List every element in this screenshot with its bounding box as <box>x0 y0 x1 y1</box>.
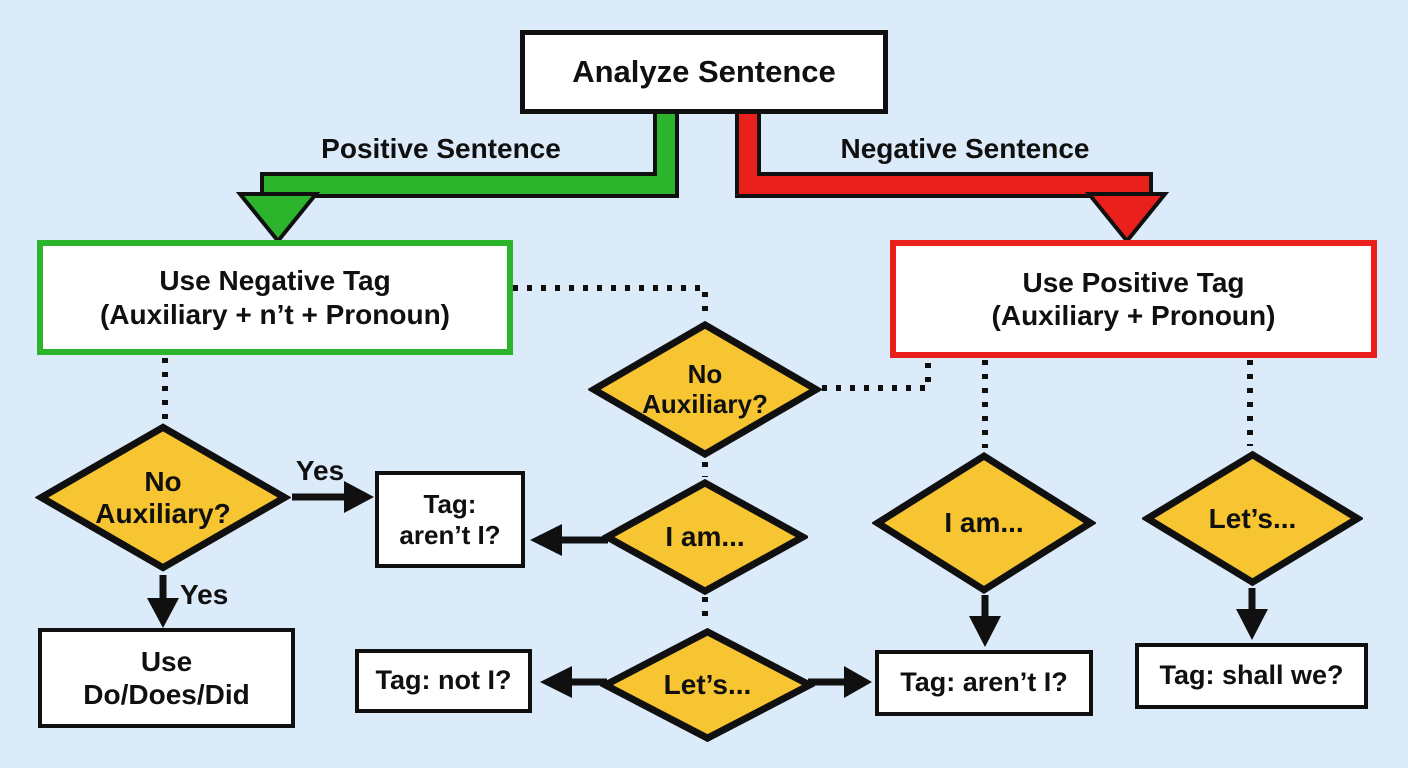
decision-no-auxiliary-mid-line1: No <box>687 359 723 390</box>
decision-lets-mid: Let’s... <box>600 627 815 743</box>
start-node-analyze-sentence: Analyze Sentence <box>520 30 888 114</box>
node-tag-shall-we-label: Tag: shall we? <box>1159 660 1344 691</box>
arrowhead-noaux-yes-right-icon <box>344 481 374 513</box>
node-tag-arent-i-left-line2: aren’t I? <box>399 519 501 550</box>
negative-branch-arrowhead-icon <box>1084 192 1170 245</box>
start-node-label: Analyze Sentence <box>572 53 836 89</box>
decision-no-auxiliary-left-line1: No <box>144 466 182 498</box>
edge-label-yes-down: Yes <box>180 579 229 610</box>
decision-i-am-mid: I am... <box>602 478 808 596</box>
decision-i-am-right-label: I am... <box>944 507 1024 539</box>
node-tag-shall-we: Tag: shall we? <box>1135 643 1368 709</box>
node-tag-not-i: Tag: not I? <box>355 649 532 713</box>
node-tag-arent-i-left: Tag: aren’t I? <box>375 471 525 568</box>
node-tag-arent-i-right: Tag: aren’t I? <box>875 650 1093 716</box>
node-tag-arent-i-left-line1: Tag: <box>423 488 477 519</box>
positive-branch-arrowhead-icon <box>235 192 321 245</box>
arrowhead-lets-right-down-icon <box>1236 609 1268 640</box>
decision-no-auxiliary-left: No Auxiliary? <box>35 421 291 574</box>
arrowhead-noaux-yes-down-icon <box>147 598 179 628</box>
decision-lets-right: Let’s... <box>1142 449 1363 588</box>
positive-sentence-label: Positive Sentence <box>321 133 561 164</box>
decision-lets-mid-label: Let’s... <box>663 669 752 701</box>
edge-label-yes-right: Yes <box>295 455 345 486</box>
node-use-negative-tag-line1: Use Negative Tag <box>159 265 391 297</box>
node-use-do-does-did-line1: Use <box>140 645 193 677</box>
decision-no-auxiliary-mid: No Auxiliary? <box>588 319 822 460</box>
node-tag-arent-i-right-label: Tag: aren’t I? <box>900 667 1068 698</box>
decision-i-am-right: I am... <box>872 450 1096 596</box>
node-use-positive-tag-line1: Use Positive Tag <box>1022 266 1245 298</box>
node-use-negative-tag-line2: (Auxiliary + n’t + Pronoun) <box>99 298 451 330</box>
arrowhead-lets-mid-to-arent-i-icon <box>844 666 872 698</box>
arrowhead-iam-mid-to-tag-icon <box>530 524 562 556</box>
dotted-negtag-to-mid-diamond <box>513 285 708 316</box>
decision-lets-right-label: Let’s... <box>1208 502 1297 534</box>
node-use-positive-tag-line2: (Auxiliary + Pronoun) <box>991 300 1276 331</box>
decision-no-auxiliary-left-line2: Auxiliary? <box>95 497 231 529</box>
node-tag-not-i-label: Tag: not I? <box>375 665 512 696</box>
arrowhead-lets-mid-to-not-i-icon <box>540 666 572 698</box>
arrowhead-iam-right-down-icon <box>969 616 1001 647</box>
decision-i-am-mid-label: I am... <box>665 521 745 553</box>
decision-no-auxiliary-mid-line2: Auxiliary? <box>642 388 768 419</box>
negative-sentence-label: Negative Sentence <box>840 133 1090 164</box>
node-use-negative-tag: Use Negative Tag (Auxiliary + n’t + Pron… <box>37 240 513 355</box>
node-use-do-does-did: Use Do/Does/Did <box>38 628 295 728</box>
node-use-do-does-did-line2: Do/Does/Did <box>83 679 250 710</box>
dotted-mid-diamond-to-postag <box>822 360 931 391</box>
node-use-positive-tag: Use Positive Tag (Auxiliary + Pronoun) <box>890 240 1377 358</box>
